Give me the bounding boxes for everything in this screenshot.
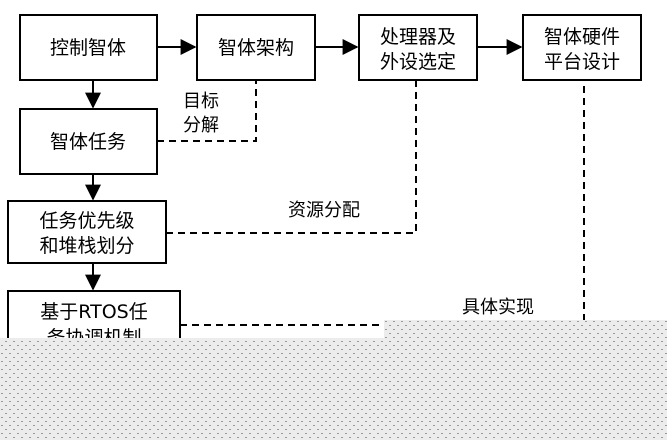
node-control-agent-label: 控制智体 xyxy=(50,37,126,59)
obscured-region-lower xyxy=(0,338,667,440)
node-hardware-platform-design-line-1: 智体硬件 xyxy=(544,26,620,48)
node-task-priority-stack-line-1: 任务优先级 xyxy=(39,210,134,232)
node-agent-task: 智体任务 xyxy=(19,108,158,175)
dashed-priority-to-processor xyxy=(166,80,417,234)
node-processor-selection: 处理器及 外设选定 xyxy=(358,14,478,81)
node-hardware-platform-design: 智体硬件 平台设计 xyxy=(522,14,642,81)
node-agent-architecture: 智体架构 xyxy=(196,14,316,81)
edge-label-resource-allocation: 资源分配 xyxy=(288,200,360,221)
dashed-rtos-to-hardware xyxy=(180,80,585,326)
node-task-priority-stack-line-2: 和堆栈划分 xyxy=(39,235,134,257)
node-processor-selection-line-2: 外设选定 xyxy=(380,51,456,73)
node-agent-task-label: 智体任务 xyxy=(50,131,126,153)
edge-label-implementation: 具体实现 xyxy=(462,297,534,318)
node-rtos-task-coordination-line-1: 基于RTOS任 xyxy=(40,301,147,323)
node-control-agent: 控制智体 xyxy=(19,14,158,81)
dashed-task-to-architecture xyxy=(157,80,257,142)
node-processor-selection-line-1: 处理器及 xyxy=(380,26,456,48)
edge-label-goal-decomposition-line-1: 目标 xyxy=(183,91,219,112)
node-task-priority-stack: 任务优先级 和堆栈划分 xyxy=(7,200,167,264)
edge-label-goal-decomposition-line-2: 分解 xyxy=(183,115,219,136)
node-agent-architecture-label: 智体架构 xyxy=(218,37,294,59)
node-hardware-platform-design-line-2: 平台设计 xyxy=(544,51,620,73)
obscured-region-upper xyxy=(384,320,667,340)
